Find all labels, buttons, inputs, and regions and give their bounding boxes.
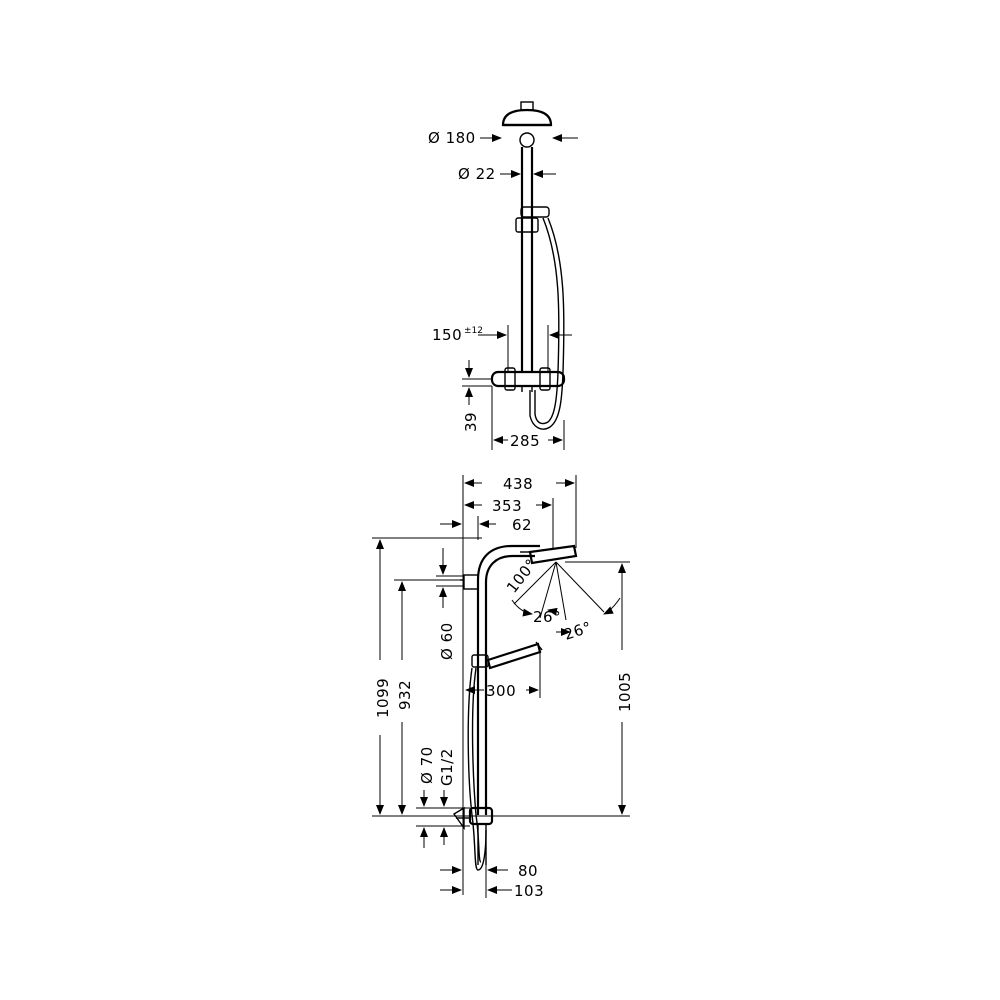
label-total-projection: 438 <box>503 475 533 493</box>
spray-angle-lines: 100° 26° 26° <box>503 555 621 644</box>
label-rail-diameter: Ø 22 <box>458 165 496 183</box>
valve-body <box>452 806 494 865</box>
label-spray-angle-left: 26° <box>533 608 561 626</box>
dimension-head-diameter: Ø 180 <box>428 129 578 147</box>
thermostat-body <box>490 367 566 392</box>
dimension-total-projection: 438 <box>462 475 577 548</box>
hose <box>529 217 565 430</box>
label-offset-tolerance: ±12 <box>464 326 483 336</box>
dimension-rail-height: 932 <box>394 579 464 815</box>
dimension-thermostat-height: 39 <box>462 360 492 432</box>
label-bracket-diameter: Ø 60 <box>438 622 456 660</box>
label-thermostat-height: 39 <box>462 412 480 432</box>
dimension-connection: Ø 70 G1/2 <box>416 746 470 848</box>
dimension-rail-diameter: Ø 22 <box>458 165 556 183</box>
overhead-head-side <box>520 544 578 565</box>
overhead-shower-head <box>501 101 553 148</box>
dimension-total-height: 1099 <box>372 537 482 815</box>
label-head-projection: 353 <box>492 497 522 515</box>
dimension-head-height: 1005 <box>565 561 634 815</box>
side-view: 438 353 62 100° 26° 26° <box>372 475 634 900</box>
dimension-offset: 150 ±12 <box>432 325 572 372</box>
hand-shower-side <box>471 641 543 670</box>
label-connection-thread: G1/2 <box>438 748 456 786</box>
label-head-diameter: Ø 180 <box>428 129 476 147</box>
label-thermostat-width: 285 <box>510 432 540 450</box>
label-offset: 150 <box>432 326 462 344</box>
label-head-height: 1005 <box>616 672 634 712</box>
label-valve-projection: 103 <box>514 882 544 900</box>
dimension-bracket-diameter: Ø 60 <box>436 548 464 660</box>
hose-side <box>467 667 487 871</box>
label-spray-angle-right: 26° <box>562 618 594 644</box>
dimension-valve-depth: 80 <box>440 862 538 898</box>
label-valve-depth: 80 <box>518 862 538 880</box>
label-total-height: 1099 <box>374 678 392 718</box>
dimension-thermostat-width: 285 <box>491 386 565 450</box>
dimension-wall-offset: 62 <box>440 516 532 540</box>
label-wall-offset: 62 <box>512 516 532 534</box>
dimension-head-projection: 353 <box>464 497 554 548</box>
rail <box>520 147 534 372</box>
dimension-valve-projection: 103 <box>440 882 544 900</box>
label-rail-height: 932 <box>396 680 414 710</box>
hand-shower-holder <box>515 206 550 233</box>
top-view: Ø 180 Ø 22 150 ±12 39 <box>428 101 578 450</box>
dimension-hand-shower-projection: 300 <box>465 652 541 700</box>
label-hand-shower-projection: 300 <box>486 682 516 700</box>
label-hand-shower-diameter: Ø 70 <box>418 746 436 784</box>
